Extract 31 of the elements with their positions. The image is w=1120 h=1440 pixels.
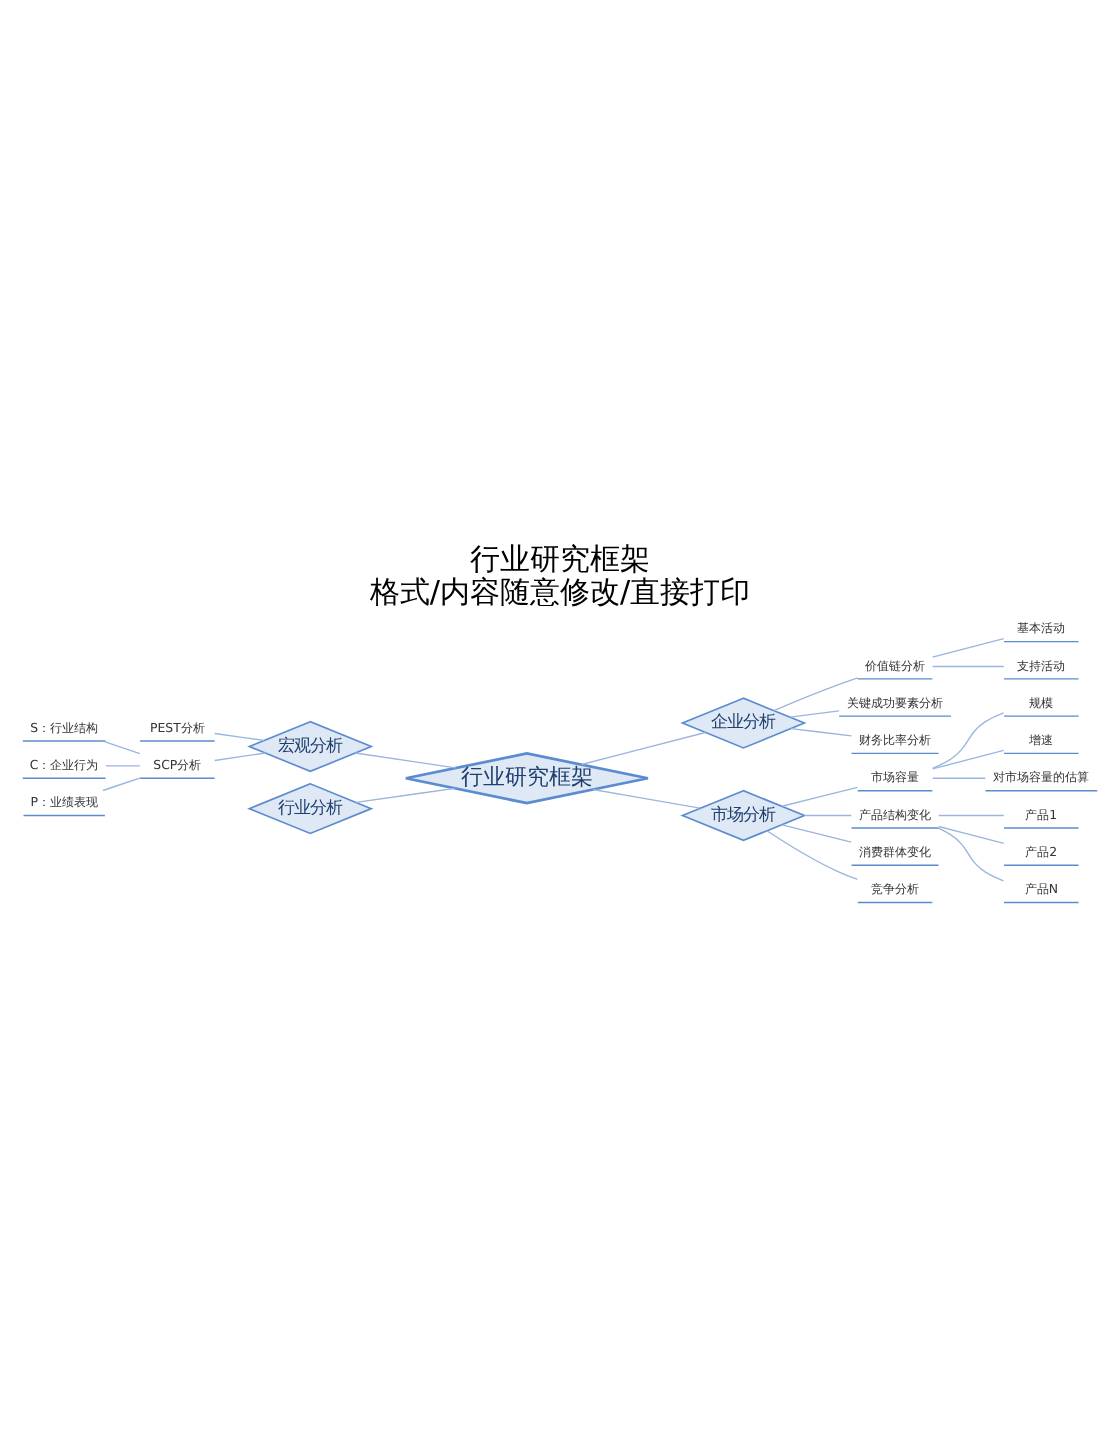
connector: [781, 823, 852, 842]
node-diamond: 市场分析: [680, 788, 807, 841]
connector: [773, 676, 859, 711]
node-diamond: 行业研究框架: [404, 751, 650, 804]
caption: 格式/内容随意修改/直接打印: [369, 573, 751, 610]
connector: [931, 664, 1005, 667]
connector: [102, 739, 141, 754]
connector: [931, 776, 986, 778]
connector: [580, 730, 707, 765]
connector: [790, 726, 853, 736]
connector: [938, 813, 1005, 816]
node-diamond: 行业分析: [247, 781, 374, 834]
connector: [105, 764, 141, 766]
connector: [213, 751, 266, 761]
connector: [931, 748, 1005, 769]
connector: [789, 709, 840, 717]
connector: [354, 751, 457, 768]
connector: [355, 786, 456, 803]
connector: [766, 829, 859, 880]
connector: [932, 711, 1005, 768]
connector: [937, 826, 1005, 881]
node-diamond: 宏观分析: [247, 719, 374, 772]
connector: [803, 813, 853, 816]
diagram-title: 行业研究框架: [470, 540, 650, 577]
connector: [931, 636, 1005, 657]
connector: [102, 776, 141, 791]
connector: [213, 731, 265, 741]
node-diamond: 企业分析: [680, 696, 807, 748]
connector: [781, 785, 859, 806]
connector: [592, 787, 701, 808]
connector: [938, 824, 1005, 844]
